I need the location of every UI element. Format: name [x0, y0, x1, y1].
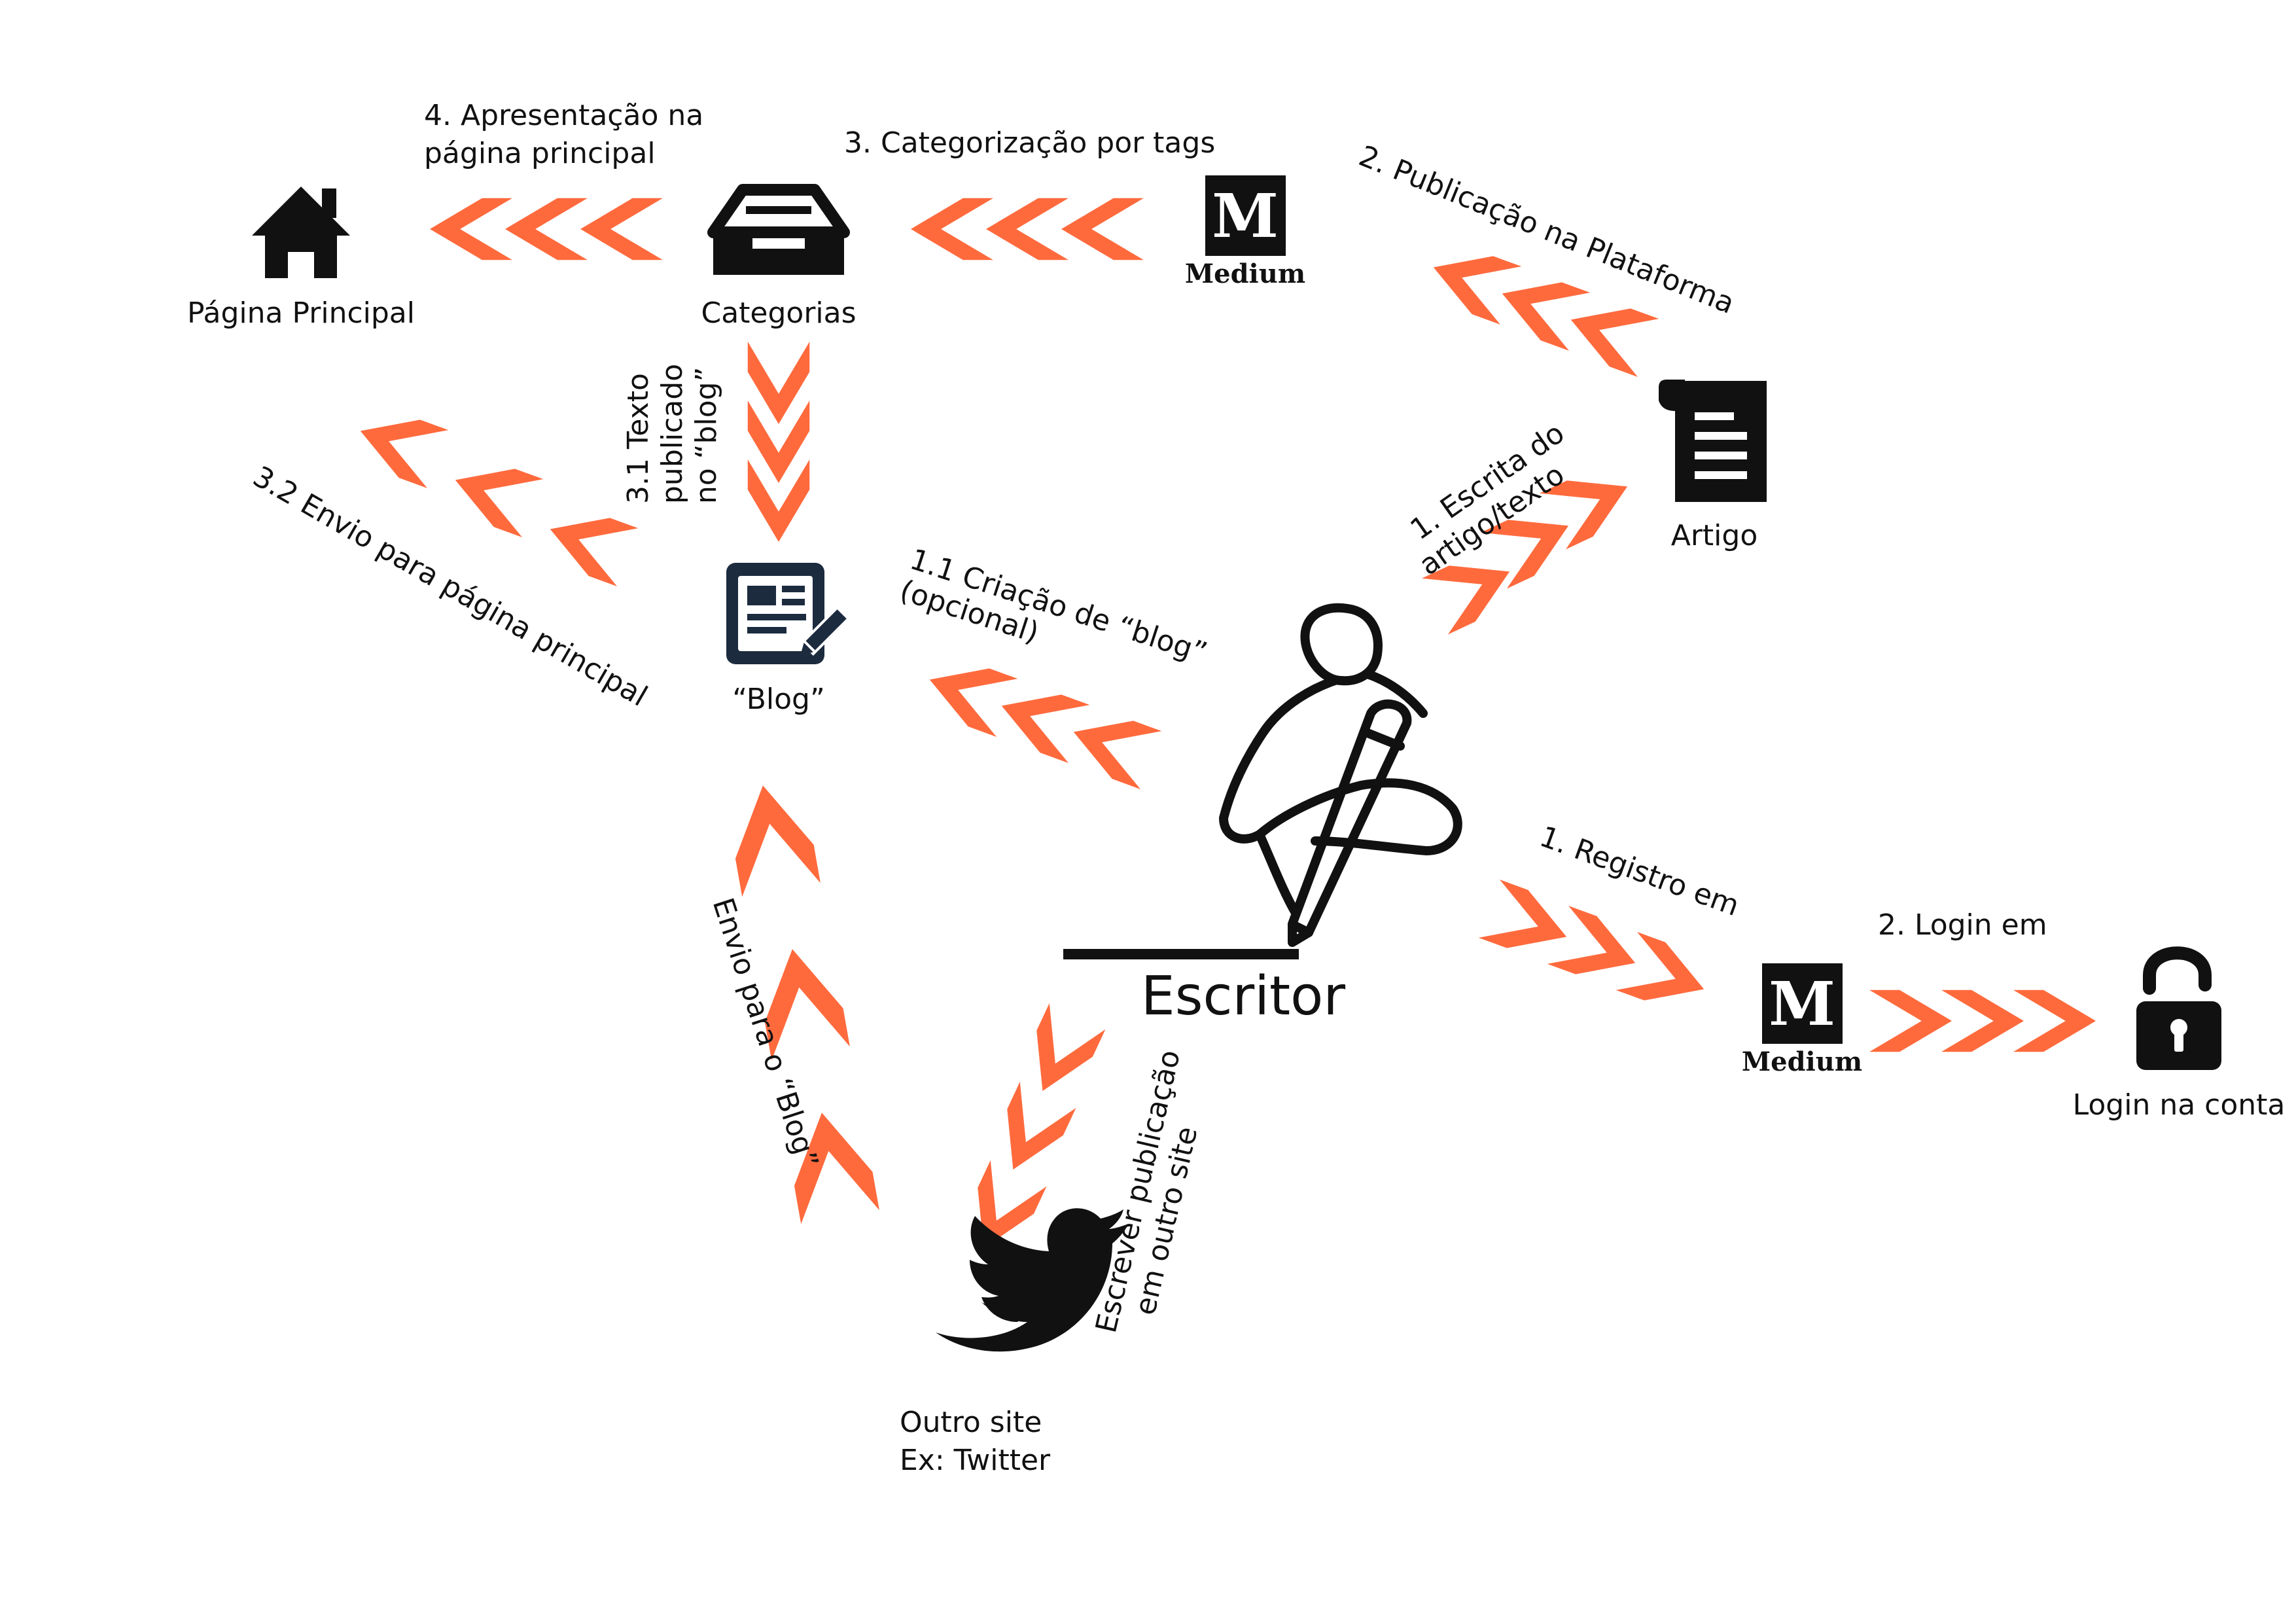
node-label-escritor: Escritor [1140, 965, 1346, 1027]
step-texto-line1: 3.1 Texto [622, 373, 655, 504]
arrow-categorias-to-home [430, 198, 663, 260]
medium-logo-icon: M Medium [1185, 175, 1305, 289]
node-label-outro-site: Outro site Ex: Twitter [900, 1404, 1050, 1480]
medium-wordmark: Medium [1742, 1046, 1862, 1077]
step-apresentacao: 4. Apresentação na página principal [424, 97, 703, 173]
node-label-blog: “Blog” [732, 683, 825, 716]
twitter-bird-icon [936, 1208, 1129, 1352]
node-label-artigo: Artigo [1670, 519, 1758, 552]
unlock-icon [2136, 946, 2221, 1070]
arrow-categorias-to-blog [747, 342, 810, 542]
inbox-icon [707, 184, 850, 275]
node-label-categorias: Categorias [701, 296, 857, 330]
home-icon [252, 187, 350, 278]
writer-figure-icon [1219, 603, 1462, 947]
step-texto-line3: no “blog” [690, 366, 723, 504]
step-texto-publicado: 3.1 Texto publicado no “blog” [622, 364, 724, 504]
step-categorizacao: 3. Categorização por tags [844, 126, 1216, 160]
outro-site-line2: Ex: Twitter [900, 1444, 1051, 1477]
medium-wordmark: Medium [1185, 259, 1305, 289]
blog-post-icon [726, 563, 851, 664]
outro-site-line1: Outro site [900, 1406, 1042, 1439]
step-texto-line2: publicado [656, 363, 689, 504]
arrow-medium-to-login [1869, 990, 2096, 1052]
arrow-medium-to-categorias [911, 198, 1144, 260]
medium-letter: M [1769, 969, 1835, 1039]
document-icon [1659, 380, 1767, 502]
medium-logo-icon: M Medium [1742, 963, 1862, 1077]
step-apresentacao-line1: 4. Apresentação na [424, 99, 704, 132]
medium-letter: M [1212, 181, 1279, 251]
node-label-login: Login na conta [2072, 1088, 2286, 1122]
step-login: 2. Login em [1878, 908, 2047, 942]
step-apresentacao-line2: página principal [424, 137, 656, 170]
node-label-home: Página Principal [186, 296, 415, 330]
